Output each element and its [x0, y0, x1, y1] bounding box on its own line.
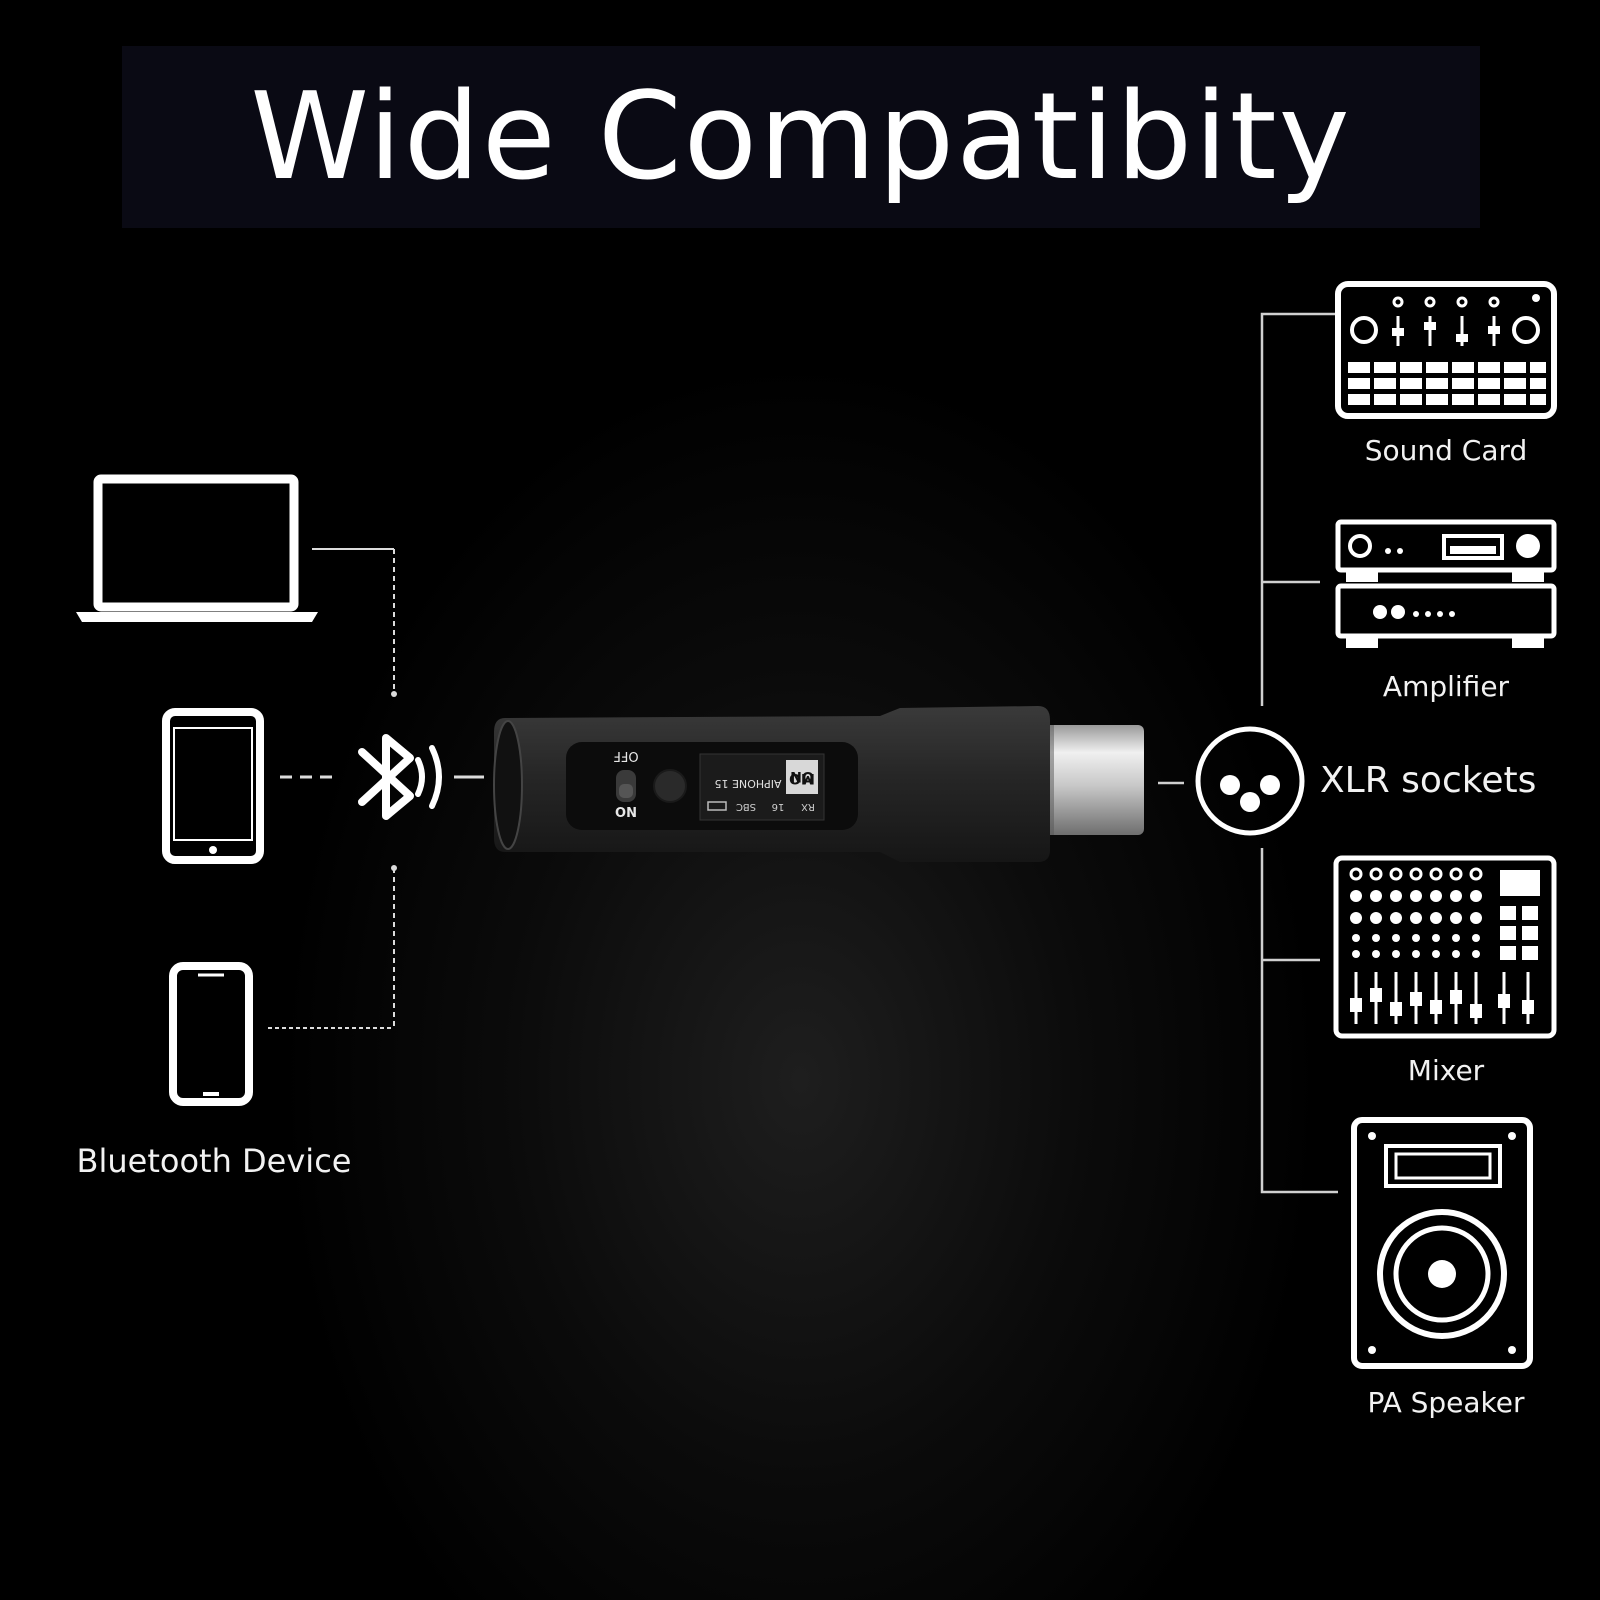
left-connector-lines	[268, 548, 484, 1029]
amplifier-label: Amplifier	[1382, 670, 1510, 703]
screen-mode-bottom: MO	[789, 770, 815, 786]
xlr-socket-icon	[1195, 726, 1305, 836]
xlr-sockets-label: XLR sockets	[1320, 760, 1537, 801]
bluetooth-xlr-adapter	[493, 706, 1144, 862]
pa-speaker-icon	[1351, 1117, 1533, 1369]
switch-off-label: OFF	[613, 748, 638, 763]
tablet-icon	[162, 708, 264, 864]
page-title: Wide Compatibity	[250, 67, 1352, 207]
right-connector-lines	[1158, 312, 1338, 1194]
bluetooth-device-label: Bluetooth Device	[76, 1142, 352, 1180]
bluetooth-icon	[358, 734, 442, 820]
screen-device-name: AIPHONE 15	[714, 777, 781, 790]
sound-card-icon	[1335, 281, 1557, 419]
laptop-icon	[76, 474, 318, 622]
title-banner: Wide Compatibity	[122, 46, 1480, 228]
mixer-label: Mixer	[1407, 1054, 1485, 1087]
mixer-icon	[1333, 855, 1557, 1039]
switch-on-label: ON	[615, 806, 637, 821]
smartphone-icon	[169, 962, 253, 1106]
screen-role: RX	[801, 801, 815, 812]
pa-speaker-label: PA Speaker	[1367, 1386, 1525, 1419]
sound-card-label: Sound Card	[1364, 434, 1528, 467]
device-labels: OFF ON ON MO AIPHONE 15 SBC 16 RX	[613, 748, 815, 821]
screen-codec: SBC	[736, 801, 756, 812]
amplifier-icon	[1335, 519, 1557, 648]
screen-bitrate: 16	[772, 801, 785, 812]
screen-mode-top: ON	[790, 768, 814, 784]
